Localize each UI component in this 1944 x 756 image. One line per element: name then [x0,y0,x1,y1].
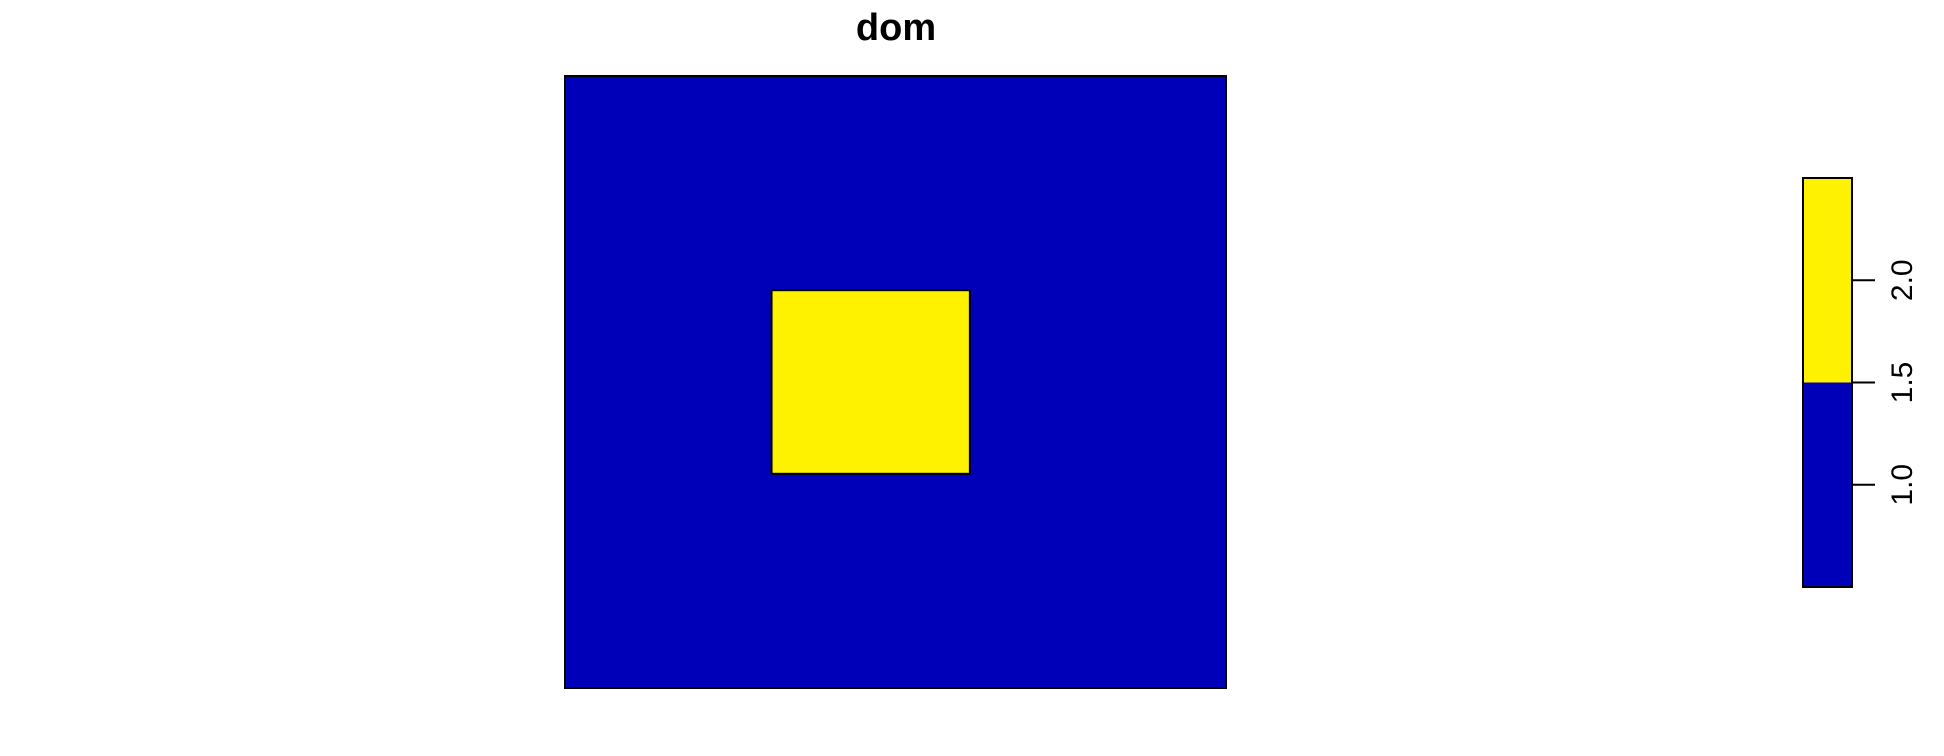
colorbar-tick-label: 1.5 [1886,362,1919,404]
chart-title: dom [856,7,936,49]
colorbar-tick-label: 1.0 [1886,464,1919,506]
raster-layer [564,75,1227,689]
raster-patch-cell [770,289,971,475]
raster-frame [564,75,1227,689]
colorbar-legend: 1.0 1.5 2.0 [1802,177,1919,588]
colorbar-segment [1803,178,1852,383]
colorbar-segment [1803,382,1852,587]
colorbar-tick-label: 2.0 [1886,259,1919,301]
